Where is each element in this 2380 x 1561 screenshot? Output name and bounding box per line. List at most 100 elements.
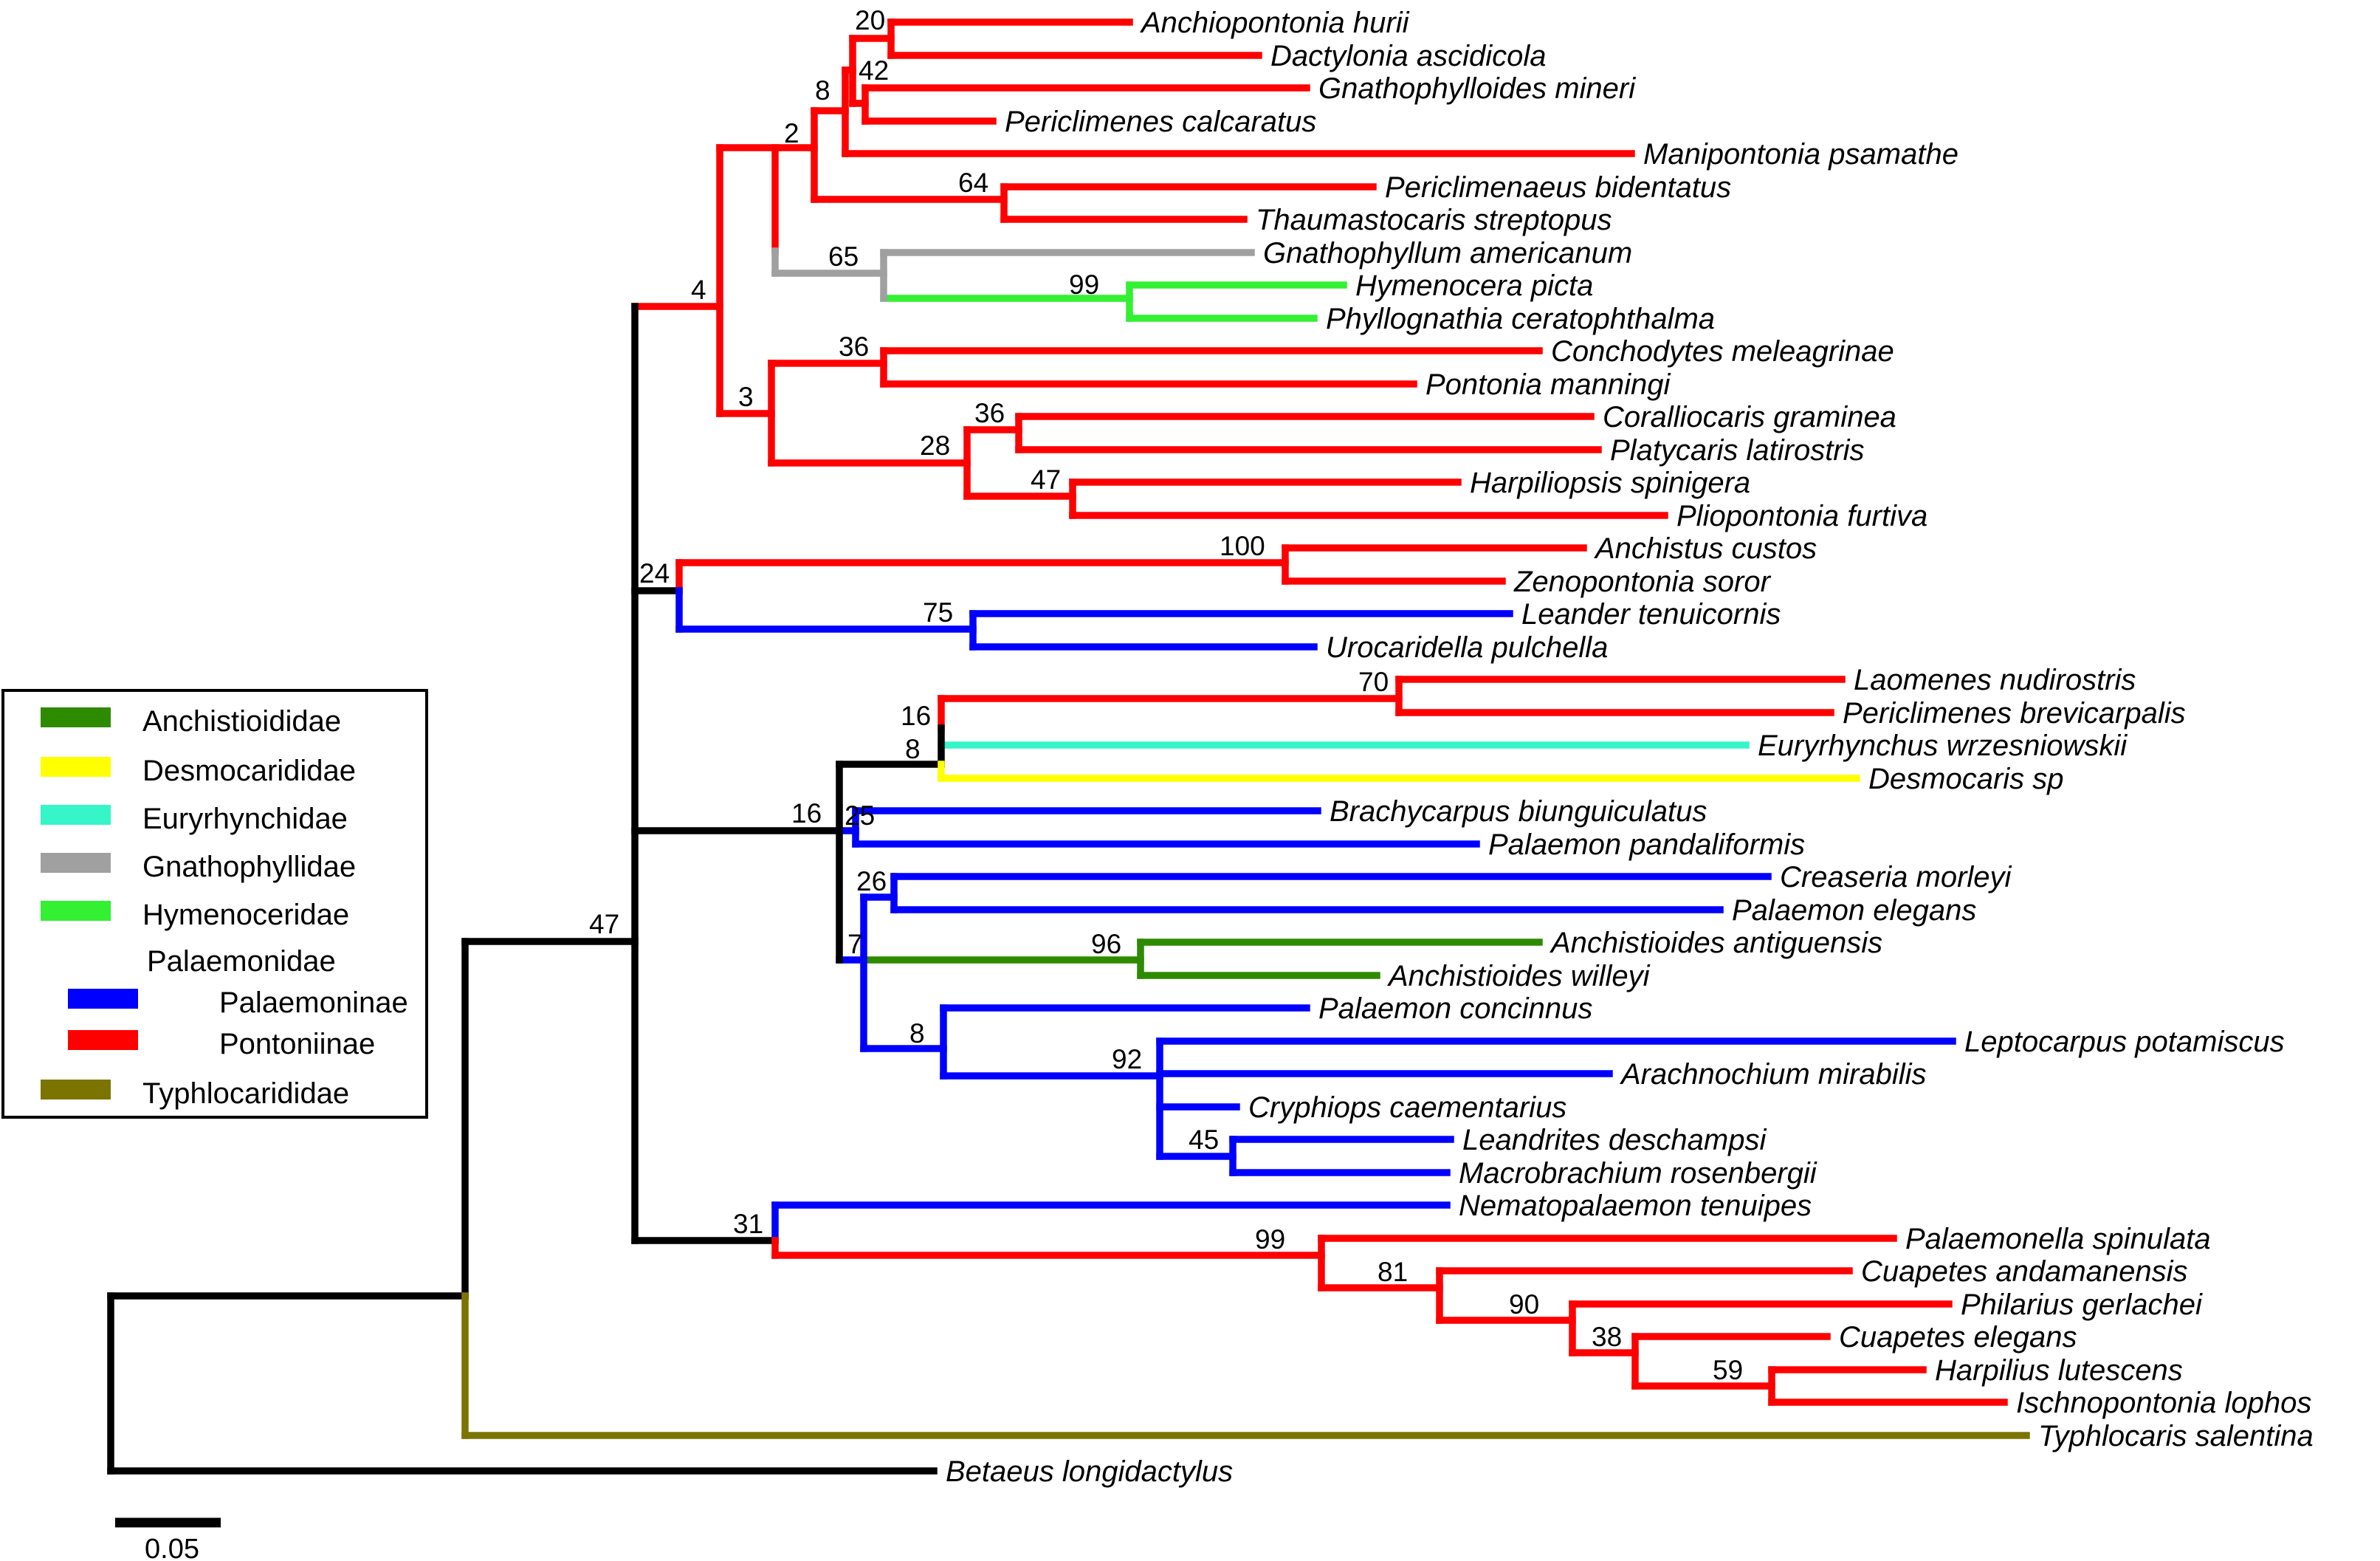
taxon-label: Thaumastocaris streptopus bbox=[1256, 204, 1612, 236]
legend-item-label: Pontoniinae bbox=[219, 1028, 375, 1060]
taxon-label: Palaemon concinnus bbox=[1318, 992, 1592, 1025]
bootstrap-value: 24 bbox=[639, 558, 670, 589]
taxon-label: Palaemon elegans bbox=[1732, 894, 1976, 927]
bootstrap-value: 81 bbox=[1378, 1257, 1408, 1287]
bootstrap-value: 8 bbox=[909, 1018, 925, 1049]
taxon-label: Harpilius lutescens bbox=[1935, 1354, 2183, 1387]
bootstrap-value: 3 bbox=[738, 382, 754, 412]
taxon-label: Cuapetes andamanensis bbox=[1861, 1255, 2188, 1288]
bootstrap-value: 99 bbox=[1255, 1224, 1285, 1255]
bootstrap-value: 92 bbox=[1112, 1044, 1142, 1074]
bootstrap-value: 7 bbox=[847, 929, 863, 959]
legend-swatch bbox=[68, 989, 138, 1009]
taxon-label: Brachycarpus biunguiculatus bbox=[1330, 795, 1707, 828]
taxon-label: Arachnochium mirabilis bbox=[1620, 1058, 1926, 1091]
taxon-label: Zenopontonia soror bbox=[1513, 566, 1772, 598]
taxon-label: Gnathophyllum americanum bbox=[1263, 237, 1632, 270]
taxon-label: Anchistioides willeyi bbox=[1387, 960, 1651, 992]
taxon-label: Gnathophylloides mineri bbox=[1318, 72, 1636, 105]
scale-bar-label: 0.05 bbox=[145, 1534, 199, 1561]
bootstrap-value: 100 bbox=[1220, 531, 1265, 561]
bootstrap-value: 42 bbox=[859, 55, 889, 86]
taxon-label: Creaseria morleyi bbox=[1780, 861, 2012, 893]
legend-item-label: Anchistioididae bbox=[142, 705, 341, 738]
bootstrap-value: 16 bbox=[791, 798, 822, 828]
bootstrap-value: 8 bbox=[815, 75, 830, 106]
taxon-label: Periclimenes brevicarpalis bbox=[1843, 697, 2186, 730]
bootstrap-value: 45 bbox=[1189, 1125, 1219, 1155]
bootstrap-value: 26 bbox=[856, 866, 887, 896]
taxon-label: Ischnopontonia lophos bbox=[2016, 1387, 2311, 1419]
taxon-label: Macrobrachium rosenbergii bbox=[1459, 1157, 1817, 1190]
tree-branches bbox=[107, 18, 2030, 1475]
bootstrap-value: 8 bbox=[905, 734, 921, 764]
bootstrap-value: 96 bbox=[1091, 929, 1121, 959]
legend: AnchistioididaeDesmocarididaeEuryrhynchi… bbox=[1, 689, 428, 1119]
legend-item-label: Palaemonidae bbox=[147, 945, 336, 978]
taxon-label: Cuapetes elegans bbox=[1839, 1321, 2077, 1354]
taxon-label: Nematopalaemon tenuipes bbox=[1459, 1190, 1812, 1222]
legend-swatch bbox=[41, 805, 111, 825]
taxon-label: Pontonia manningi bbox=[1425, 368, 1671, 401]
taxon-label: Leptocarpus potamiscus bbox=[1964, 1026, 2285, 1058]
bootstrap-value: 31 bbox=[733, 1209, 763, 1239]
legend-item-label: Typhlocarididae bbox=[142, 1077, 349, 1110]
bootstrap-value: 65 bbox=[828, 241, 859, 272]
bootstrap-value: 36 bbox=[839, 332, 869, 362]
taxon-label: Anchistus custos bbox=[1594, 532, 1817, 565]
taxon-label: Palaemon pandaliformis bbox=[1488, 828, 1805, 861]
taxon-label: Manipontonia psamathe bbox=[1643, 138, 1958, 171]
taxon-label: Periclimenes calcaratus bbox=[1005, 106, 1316, 138]
bootstrap-value: 20 bbox=[855, 5, 885, 35]
taxon-label: Palaemonella spinulata bbox=[1905, 1223, 2211, 1255]
legend-swatch bbox=[68, 1030, 138, 1050]
taxon-label: Platycaris latirostris bbox=[1610, 434, 1865, 467]
taxon-label: Betaeus longidactylus bbox=[946, 1455, 1233, 1488]
taxon-label: Cryphiops caementarius bbox=[1248, 1091, 1566, 1124]
legend-item-label: Gnathophyllidae bbox=[142, 851, 356, 883]
taxon-label: Euryrhynchus wrzesniowskii bbox=[1758, 730, 2128, 762]
bootstrap-value: 16 bbox=[901, 701, 931, 731]
taxon-label: Dactylonia ascidicola bbox=[1270, 40, 1547, 72]
bootstrap-value: 25 bbox=[845, 800, 875, 831]
bootstrap-value: 75 bbox=[923, 597, 953, 628]
taxon-label: Urocaridella pulchella bbox=[1326, 631, 1608, 664]
legend-swatch bbox=[41, 1080, 111, 1099]
bootstrap-value: 99 bbox=[1069, 270, 1099, 300]
bootstrap-value: 64 bbox=[958, 168, 988, 198]
taxon-label: Leander tenuicornis bbox=[1521, 598, 1781, 631]
bootstrap-value: 36 bbox=[974, 398, 1005, 428]
taxon-label: Laomenes nudirostris bbox=[1854, 664, 2136, 696]
taxon-label: Anchistioides antiguensis bbox=[1550, 927, 1882, 959]
legend-item-label: Desmocarididae bbox=[142, 755, 356, 787]
legend-swatch bbox=[41, 901, 111, 921]
legend-swatch bbox=[41, 757, 111, 777]
taxon-label: Hymenocera picta bbox=[1355, 270, 1593, 302]
legend-item-label: Hymenoceridae bbox=[142, 899, 349, 931]
bootstrap-value: 47 bbox=[1031, 464, 1061, 495]
taxon-label: Conchodytes meleagrinae bbox=[1551, 335, 1894, 368]
bootstrap-value: 4 bbox=[691, 275, 706, 305]
legend-swatch bbox=[41, 707, 111, 727]
bootstrap-value: 90 bbox=[1509, 1289, 1539, 1320]
taxon-label: Desmocaris sp bbox=[1868, 763, 2064, 795]
taxon-label: Anchiopontonia hurii bbox=[1140, 7, 1410, 39]
legend-box bbox=[1, 689, 428, 1119]
taxon-label: Typhlocaris salentina bbox=[2038, 1420, 2314, 1452]
bootstrap-value: 70 bbox=[1358, 667, 1389, 697]
legend-item-label: Euryrhynchidae bbox=[142, 803, 348, 835]
legend-swatch bbox=[41, 853, 111, 873]
bootstrap-value: 38 bbox=[1592, 1322, 1622, 1352]
taxon-label: Periclimenaeus bidentatus bbox=[1385, 171, 1731, 204]
taxon-label: Philarius gerlachei bbox=[1961, 1289, 2203, 1321]
bootstrap-value: 47 bbox=[589, 909, 619, 939]
taxon-label: Harpiliopsis spinigera bbox=[1470, 467, 1750, 499]
bootstrap-value: 28 bbox=[920, 430, 950, 461]
bootstrap-value: 2 bbox=[784, 118, 799, 148]
legend-item-label: Palaemoninae bbox=[219, 987, 408, 1019]
taxon-label: Pliopontonia furtiva bbox=[1676, 500, 1927, 532]
